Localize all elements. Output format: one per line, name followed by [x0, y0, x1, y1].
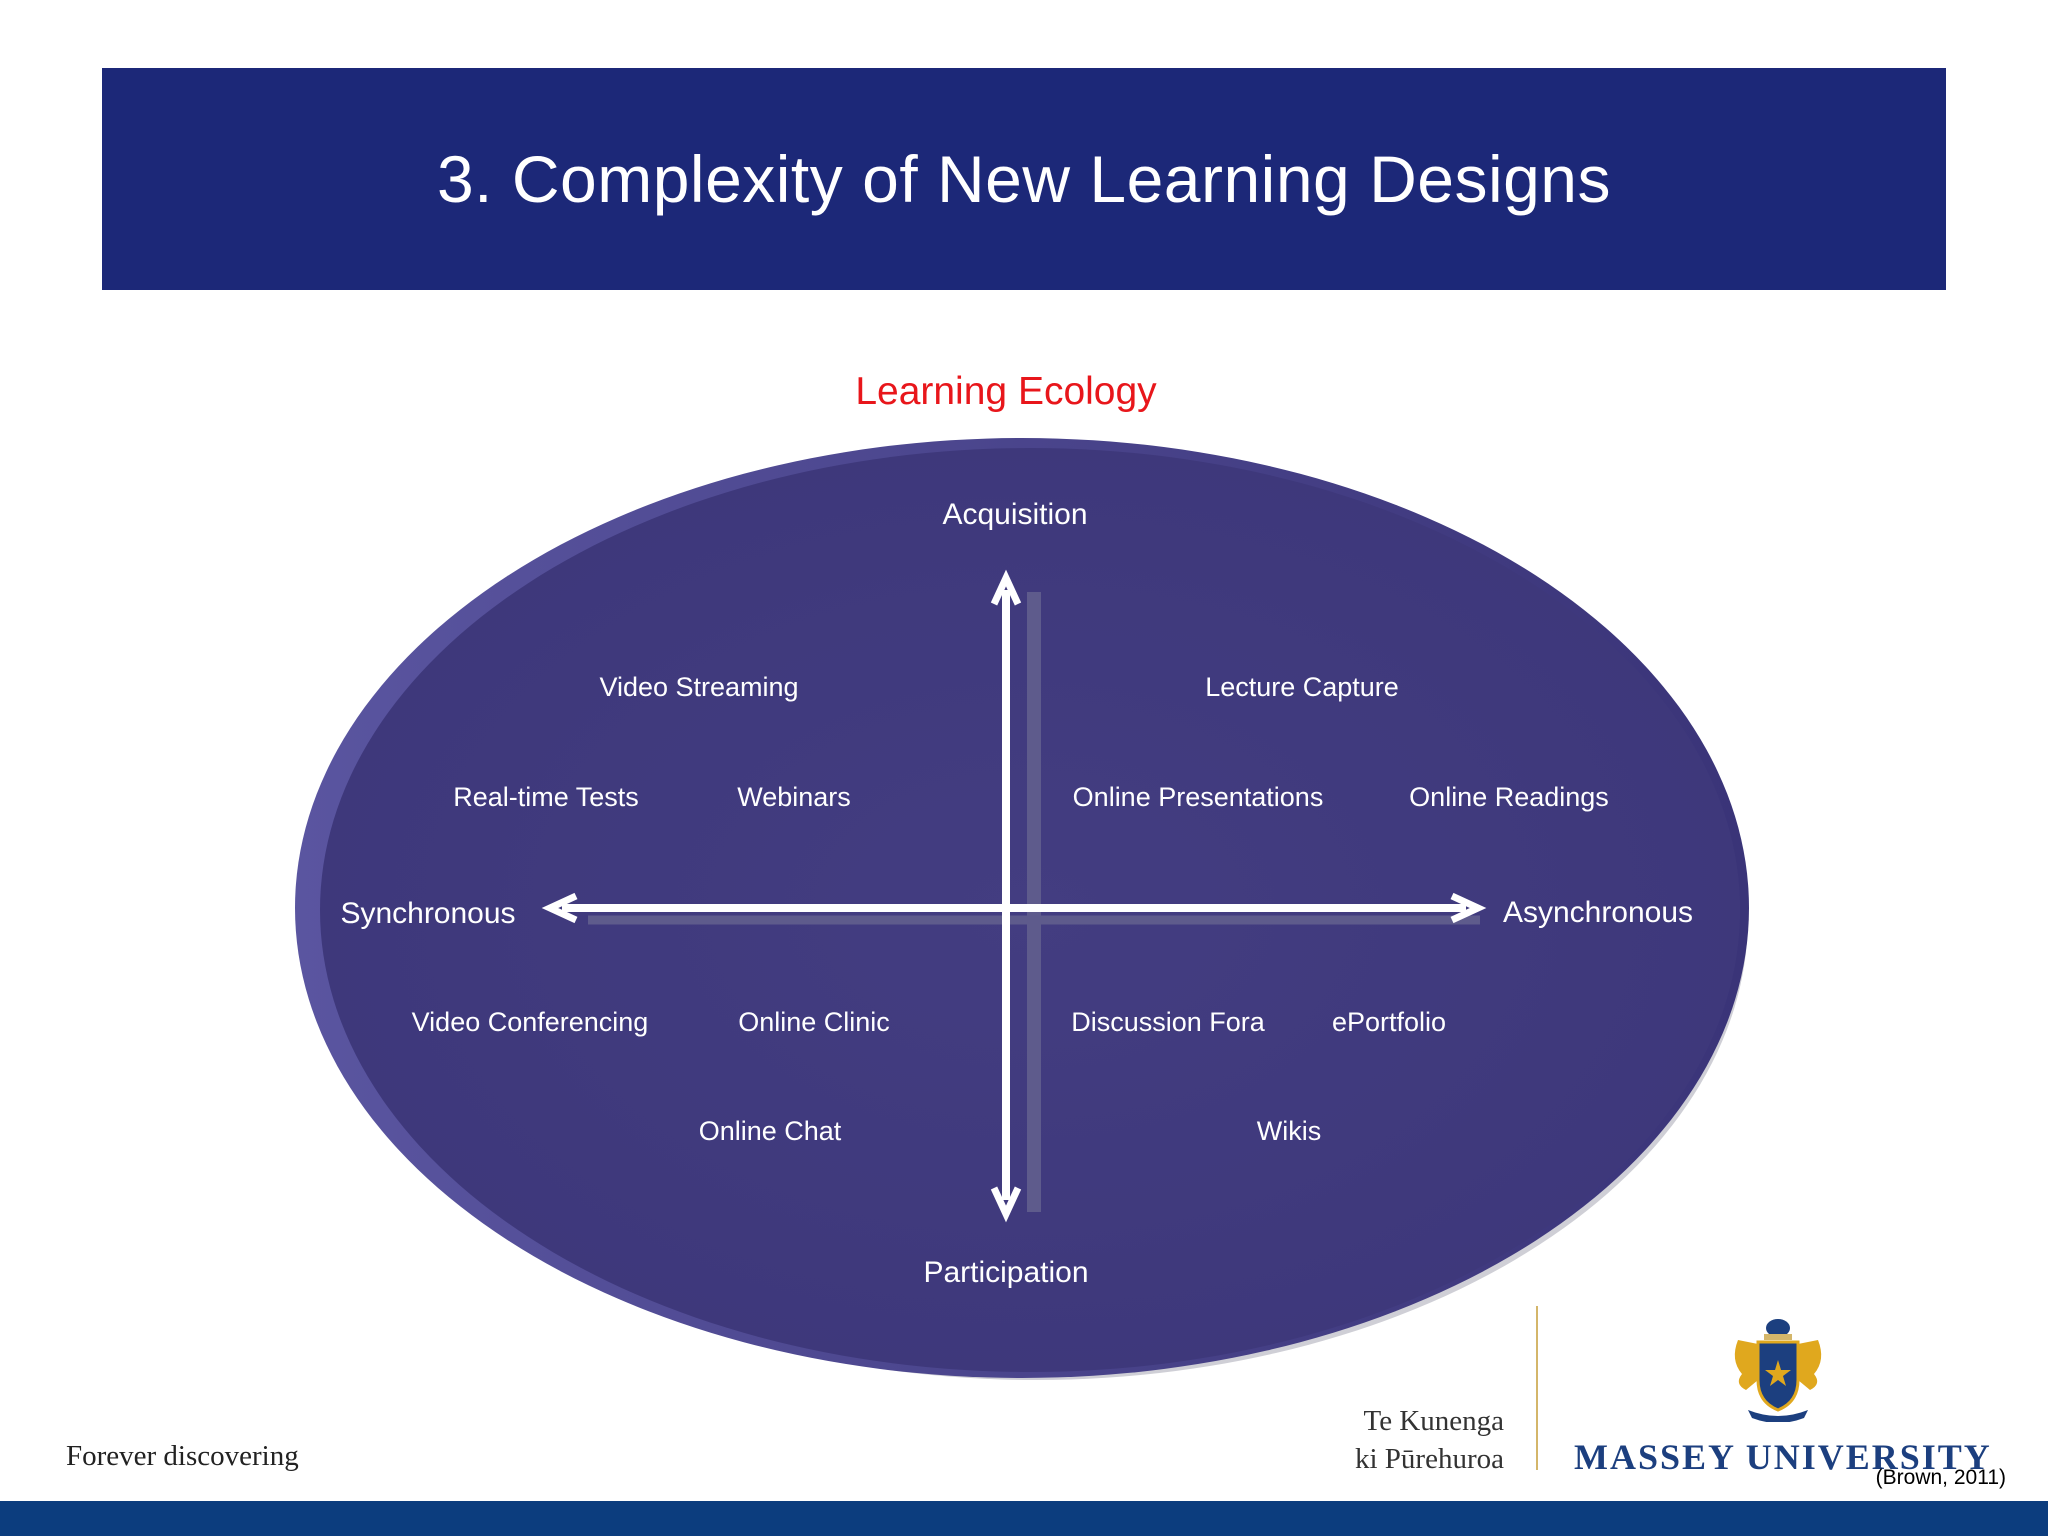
maori-name-line2: ki Pūrehuroa — [1355, 1443, 1504, 1475]
item-online-clinic: Online Clinic — [738, 1007, 890, 1037]
axis-label-acquisition: Acquisition — [942, 498, 1087, 531]
item-online-readings: Online Readings — [1409, 782, 1609, 812]
item-video-streaming: Video Streaming — [599, 672, 798, 702]
item-wikis: Wikis — [1257, 1116, 1321, 1146]
maori-name: Te Kunenga ki Pūrehuroa — [1355, 1402, 1504, 1478]
slide-title: 3. Complexity of New Learning Designs — [436, 142, 1612, 216]
item-lecture-capture: Lecture Capture — [1205, 672, 1399, 702]
arrow-right-icon — [1450, 892, 1487, 924]
item-online-chat: Online Chat — [699, 1116, 842, 1146]
footer-divider — [1536, 1306, 1538, 1470]
item-real-time-tests: Real-time Tests — [453, 782, 639, 812]
tagline: Forever discovering — [66, 1440, 299, 1472]
arrow-up-icon — [990, 569, 1022, 606]
item-video-conferencing: Video Conferencing — [412, 1007, 649, 1037]
item-online-presentations: Online Presentations — [1073, 782, 1324, 812]
arrow-down-icon — [990, 1186, 1022, 1223]
item-discussion-fora: Discussion Fora — [1071, 1007, 1266, 1037]
diagram-heading: Learning Ecology — [855, 370, 1157, 413]
university-name: MASSEY UNIVERSITY — [1574, 1437, 1992, 1477]
axis-label-participation: Participation — [923, 1256, 1088, 1289]
item-webinars: Webinars — [737, 782, 851, 812]
item-eportfolio: ePortfolio — [1332, 1007, 1446, 1037]
title-banner: 3. Complexity of New Learning Designs — [102, 68, 1946, 290]
arrow-left-icon — [541, 892, 578, 924]
citation: (Brown, 2011) — [1875, 1466, 2006, 1489]
axis-label-asynchronous: Asynchronous — [1503, 896, 1693, 929]
maori-name-line1: Te Kunenga — [1363, 1405, 1505, 1437]
university-crest-icon — [1734, 1319, 1822, 1422]
axis-label-synchronous: Synchronous — [340, 897, 515, 930]
bottom-bar — [0, 1501, 2048, 1536]
